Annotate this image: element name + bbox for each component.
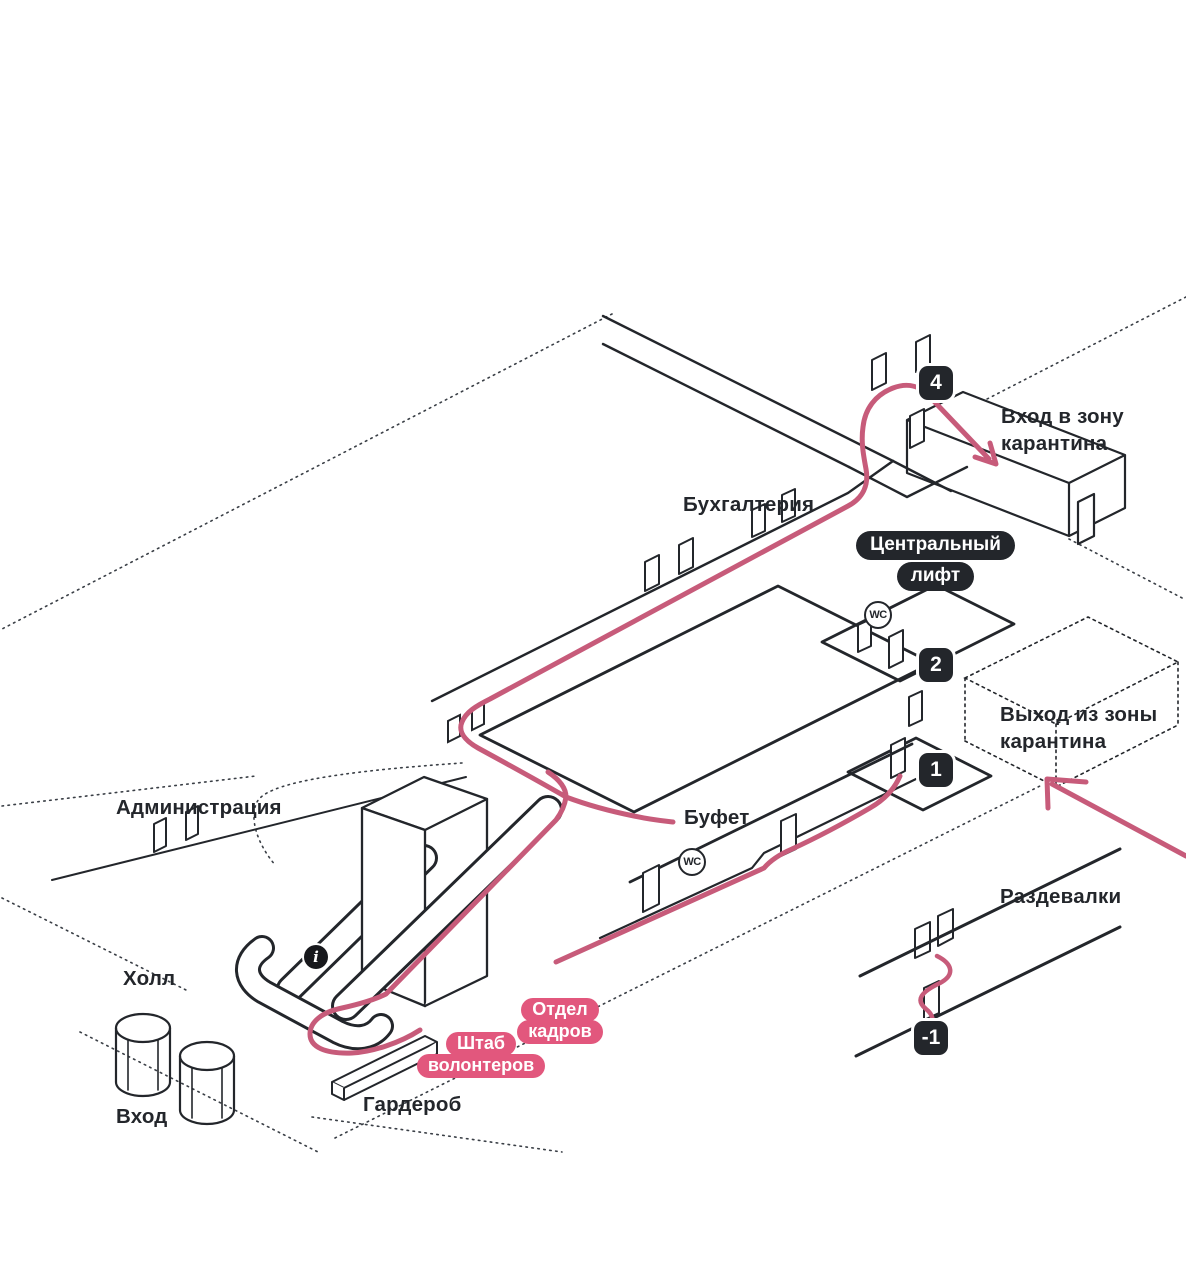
door [871,352,887,391]
route-buffet [563,794,676,825]
door [1076,492,1096,546]
door [644,554,660,592]
label-quarantine-entrance: Вход в зону карантина [1001,405,1124,455]
badge-hr-line2: кадров [517,1019,603,1044]
door [185,805,199,841]
label-cloakroom: Гардероб [363,1093,462,1116]
floor-marker-1: 1 [919,753,953,787]
door [914,921,931,959]
label-administration: Администрация [116,796,282,819]
route-hr [553,773,903,965]
quarantine-exit-dashed-box [963,616,1180,788]
floor-marker-minus1: -1 [914,1021,948,1055]
door [678,537,694,575]
label-quarantine-exit: Выход из зоны карантина [1000,703,1158,753]
info-icon: i [304,945,328,969]
administration-doors [153,805,199,853]
cloakroom-bench [331,1035,438,1101]
label-buffet: Буфет [684,806,750,829]
floor-marker-4: 4 [919,366,953,400]
wc-icon: WC [678,848,706,876]
door [153,817,167,853]
route-exit-arrow [1044,776,1186,859]
badge-volunteer-hq: Штаб волонтеров [406,1032,556,1078]
floor-marker-2: 2 [919,648,953,682]
badge-volunteer-line2: волонтеров [416,1053,546,1078]
badge-hr-line1: Отдел [521,998,599,1022]
label-entrance: Вход [116,1105,168,1128]
label-accounting: Бухгалтерия [683,493,815,516]
route-path [307,382,1186,1056]
top-corridor [601,314,969,499]
door [781,488,796,523]
route-minus1 [918,953,953,1036]
door [937,908,954,947]
badge-central-elevator-line1: Центральный [856,531,1015,560]
badge-central-elevator: Центральный лифт [848,531,1023,591]
wc-icon: WC [864,601,892,629]
door [642,864,660,913]
door [890,737,906,779]
badge-central-elevator-line2: лифт [896,561,975,591]
door [751,503,766,538]
accounting-corridor [430,459,895,703]
accounting-doors [644,334,931,592]
door [908,690,923,727]
door [888,629,904,669]
lower-corridor-doors [642,813,797,913]
lower-corridor [598,742,918,940]
badge-hr-department: Отдел кадров [500,998,620,1044]
quarantine-entrance-box [905,390,1127,546]
right-room-doors [857,618,923,779]
changing-rooms-lines [854,847,1122,1058]
badge-volunteer-line1: Штаб [445,1032,517,1056]
dotted-guides [1,296,1186,1154]
door [909,408,925,449]
route-arrowhead-entrance [972,440,999,467]
turnstiles [114,1012,236,1126]
label-changing-rooms: Раздевалки [1000,885,1122,908]
label-hall: Холл [123,967,176,990]
